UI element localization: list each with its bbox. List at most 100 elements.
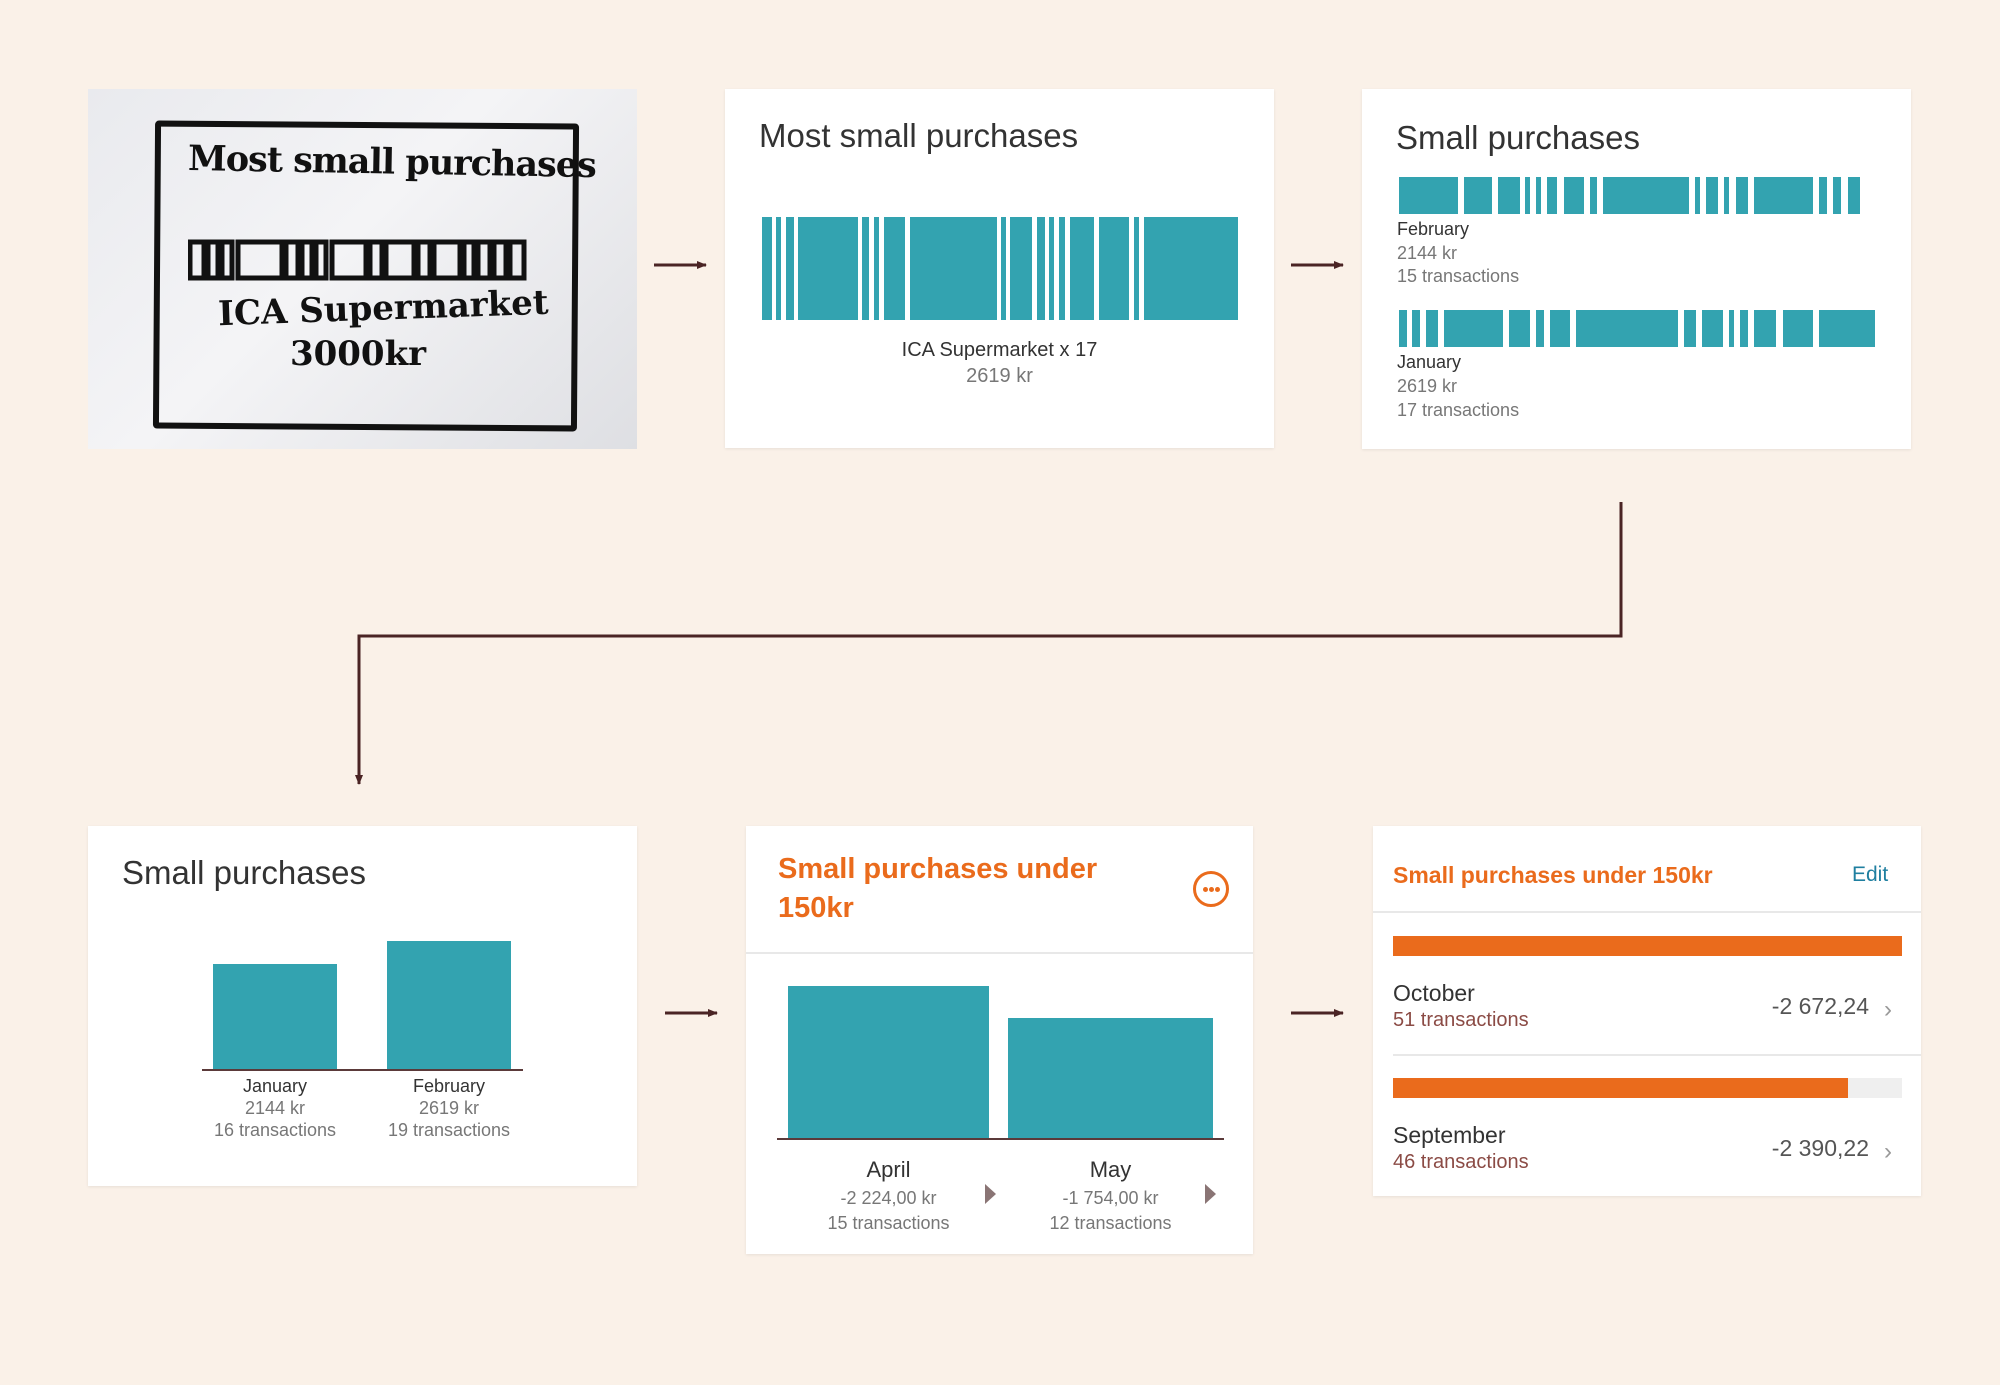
card5-edit-link[interactable]: Edit: [1852, 863, 1889, 886]
barcode-bar: [1426, 310, 1438, 347]
card5-progress-track: [1393, 936, 1902, 956]
sketch-barcode: [188, 239, 528, 281]
barcode-bar: [1576, 310, 1678, 347]
card5-title: Small purchases under 150kr: [1393, 862, 1713, 888]
card3-chart: [88, 826, 637, 1186]
barcode-bar: [1702, 310, 1723, 347]
sketch-amount: 3000kr: [289, 334, 427, 374]
card4-bar-may[interactable]: [1008, 1018, 1213, 1138]
card5-row-september[interactable]: September 46 transactions -2 390,22 ›: [1373, 1056, 1921, 1196]
card4-bar-april[interactable]: [788, 986, 989, 1138]
barcode-bar: [1754, 310, 1776, 347]
card5-progress-fill: [1393, 936, 1902, 956]
card4-header-divider: [746, 952, 1253, 954]
card3-bar-january: [213, 964, 337, 1069]
barcode-bar: [1590, 177, 1597, 214]
barcode-bar: [1498, 177, 1520, 214]
card1-barcode: [762, 217, 1238, 320]
card5-progress-track: [1393, 1078, 1902, 1098]
barcode-bar: [776, 217, 781, 320]
card-small-purchases-under-150-list: Small purchases under 150kr Edit October…: [1373, 826, 1921, 1196]
barcode-bar: [1736, 177, 1748, 214]
barcode-bar: [1525, 177, 1530, 214]
card5-september-amount: -2 390,22: [1771, 1135, 1869, 1161]
card5-row-october[interactable]: October 51 transactions -2 672,24 ›: [1373, 914, 1921, 1056]
barcode-bar: [762, 217, 772, 320]
chevron-right-icon: ›: [1884, 996, 1892, 1023]
card3-january-label: January: [242, 1076, 308, 1096]
barcode-bar: [1464, 177, 1492, 214]
card3-title: Small purchases: [122, 854, 366, 891]
barcode-bar: [1001, 217, 1006, 320]
card3-february-amount: 2619 kr: [418, 1098, 480, 1118]
card2-february-transactions: 15 transactions: [1397, 266, 1520, 286]
card4-baseline: [777, 1138, 1224, 1140]
card2-barcode-february: [1399, 177, 1875, 214]
barcode-bar: [1144, 217, 1238, 320]
card2-february-label: February: [1397, 219, 1470, 239]
barcode-bar: [1695, 177, 1700, 214]
card5-september-label: September: [1393, 1122, 1506, 1148]
card2-barcode-january: [1399, 310, 1875, 347]
barcode-bar: [910, 217, 997, 320]
barcode-bar: [1819, 310, 1875, 347]
card3-baseline: [202, 1069, 523, 1071]
card4-may-amount: -1 754,00 kr: [1062, 1188, 1159, 1208]
barcode-bar: [798, 217, 858, 320]
card2-january-amount: 2619 kr: [1397, 376, 1458, 396]
chevron-right-icon: ›: [1884, 1138, 1892, 1165]
barcode-bar: [1399, 177, 1458, 214]
card3-bar-february: [387, 941, 511, 1069]
barcode-bar: [786, 217, 794, 320]
ellipsis-icon: [1196, 874, 1226, 904]
sketch-barcode-boxes: [188, 239, 527, 281]
card4-more-button[interactable]: [1193, 871, 1229, 907]
barcode-bar: [1412, 310, 1420, 347]
barcode-bar: [1049, 217, 1054, 320]
card3-january-transactions: 16 transactions: [213, 1120, 337, 1140]
barcode-bar: [1037, 217, 1045, 320]
card2-january-transactions: 17 transactions: [1397, 400, 1520, 420]
card-small-purchases-bars: Small purchases January 2144 kr 16 trans…: [88, 826, 637, 1186]
sketch-photo: Most small purchases ICA Supermarket 300…: [88, 89, 637, 449]
card-small-purchases-under-150-chart: Small purchases under 150kr April -2 224…: [746, 826, 1253, 1254]
card4-april-amount: -2 224,00 kr: [840, 1188, 937, 1208]
card4-may-label[interactable]: May: [1089, 1157, 1132, 1182]
card1-amount: 2619 kr: [966, 365, 1033, 387]
card4-title: Small purchases under 150kr: [778, 853, 1098, 924]
card1-title: Most small purchases: [759, 117, 1079, 154]
barcode-bar: [1706, 177, 1718, 214]
card3-february-transactions: 19 transactions: [387, 1120, 511, 1140]
card5-october-label: October: [1393, 980, 1475, 1006]
barcode-bar: [1684, 310, 1696, 347]
barcode-bar: [1603, 177, 1689, 214]
card4-april-label[interactable]: April: [866, 1157, 911, 1182]
card-small-purchases-barcodes: Small purchases February 2144 kr 15 tran…: [1362, 89, 1911, 449]
barcode-bar: [1547, 177, 1557, 214]
card4-april-transactions: 15 transactions: [827, 1213, 950, 1233]
barcode-bar: [1059, 217, 1065, 320]
caret-right-icon[interactable]: [1205, 1184, 1216, 1204]
caret-right-icon[interactable]: [985, 1184, 996, 1204]
card5-october-transactions: 51 transactions: [1393, 1009, 1529, 1031]
barcode-bar: [1399, 310, 1407, 347]
card5-september-transactions: 46 transactions: [1393, 1151, 1529, 1173]
barcode-bar: [1444, 310, 1503, 347]
card-most-small-purchases: Most small purchases ICA Supermarket x 1…: [725, 89, 1274, 448]
card5-october-amount: -2 672,24: [1771, 993, 1869, 1019]
card5-header-divider: [1373, 911, 1921, 913]
sketch-title: Most small purchases: [187, 137, 597, 187]
barcode-bar: [1564, 177, 1584, 214]
barcode-bar: [1724, 177, 1729, 214]
barcode-bar: [1729, 310, 1734, 347]
barcode-bar: [1819, 177, 1827, 214]
card2-february-amount: 2144 kr: [1397, 243, 1458, 263]
barcode-bar: [1740, 310, 1748, 347]
barcode-bar: [1536, 310, 1544, 347]
card3-february-label: February: [412, 1076, 486, 1096]
barcode-bar: [1550, 310, 1570, 347]
barcode-bar: [1010, 217, 1032, 320]
card5-progress-fill: [1393, 1078, 1849, 1098]
card2-january-label: January: [1397, 352, 1462, 372]
